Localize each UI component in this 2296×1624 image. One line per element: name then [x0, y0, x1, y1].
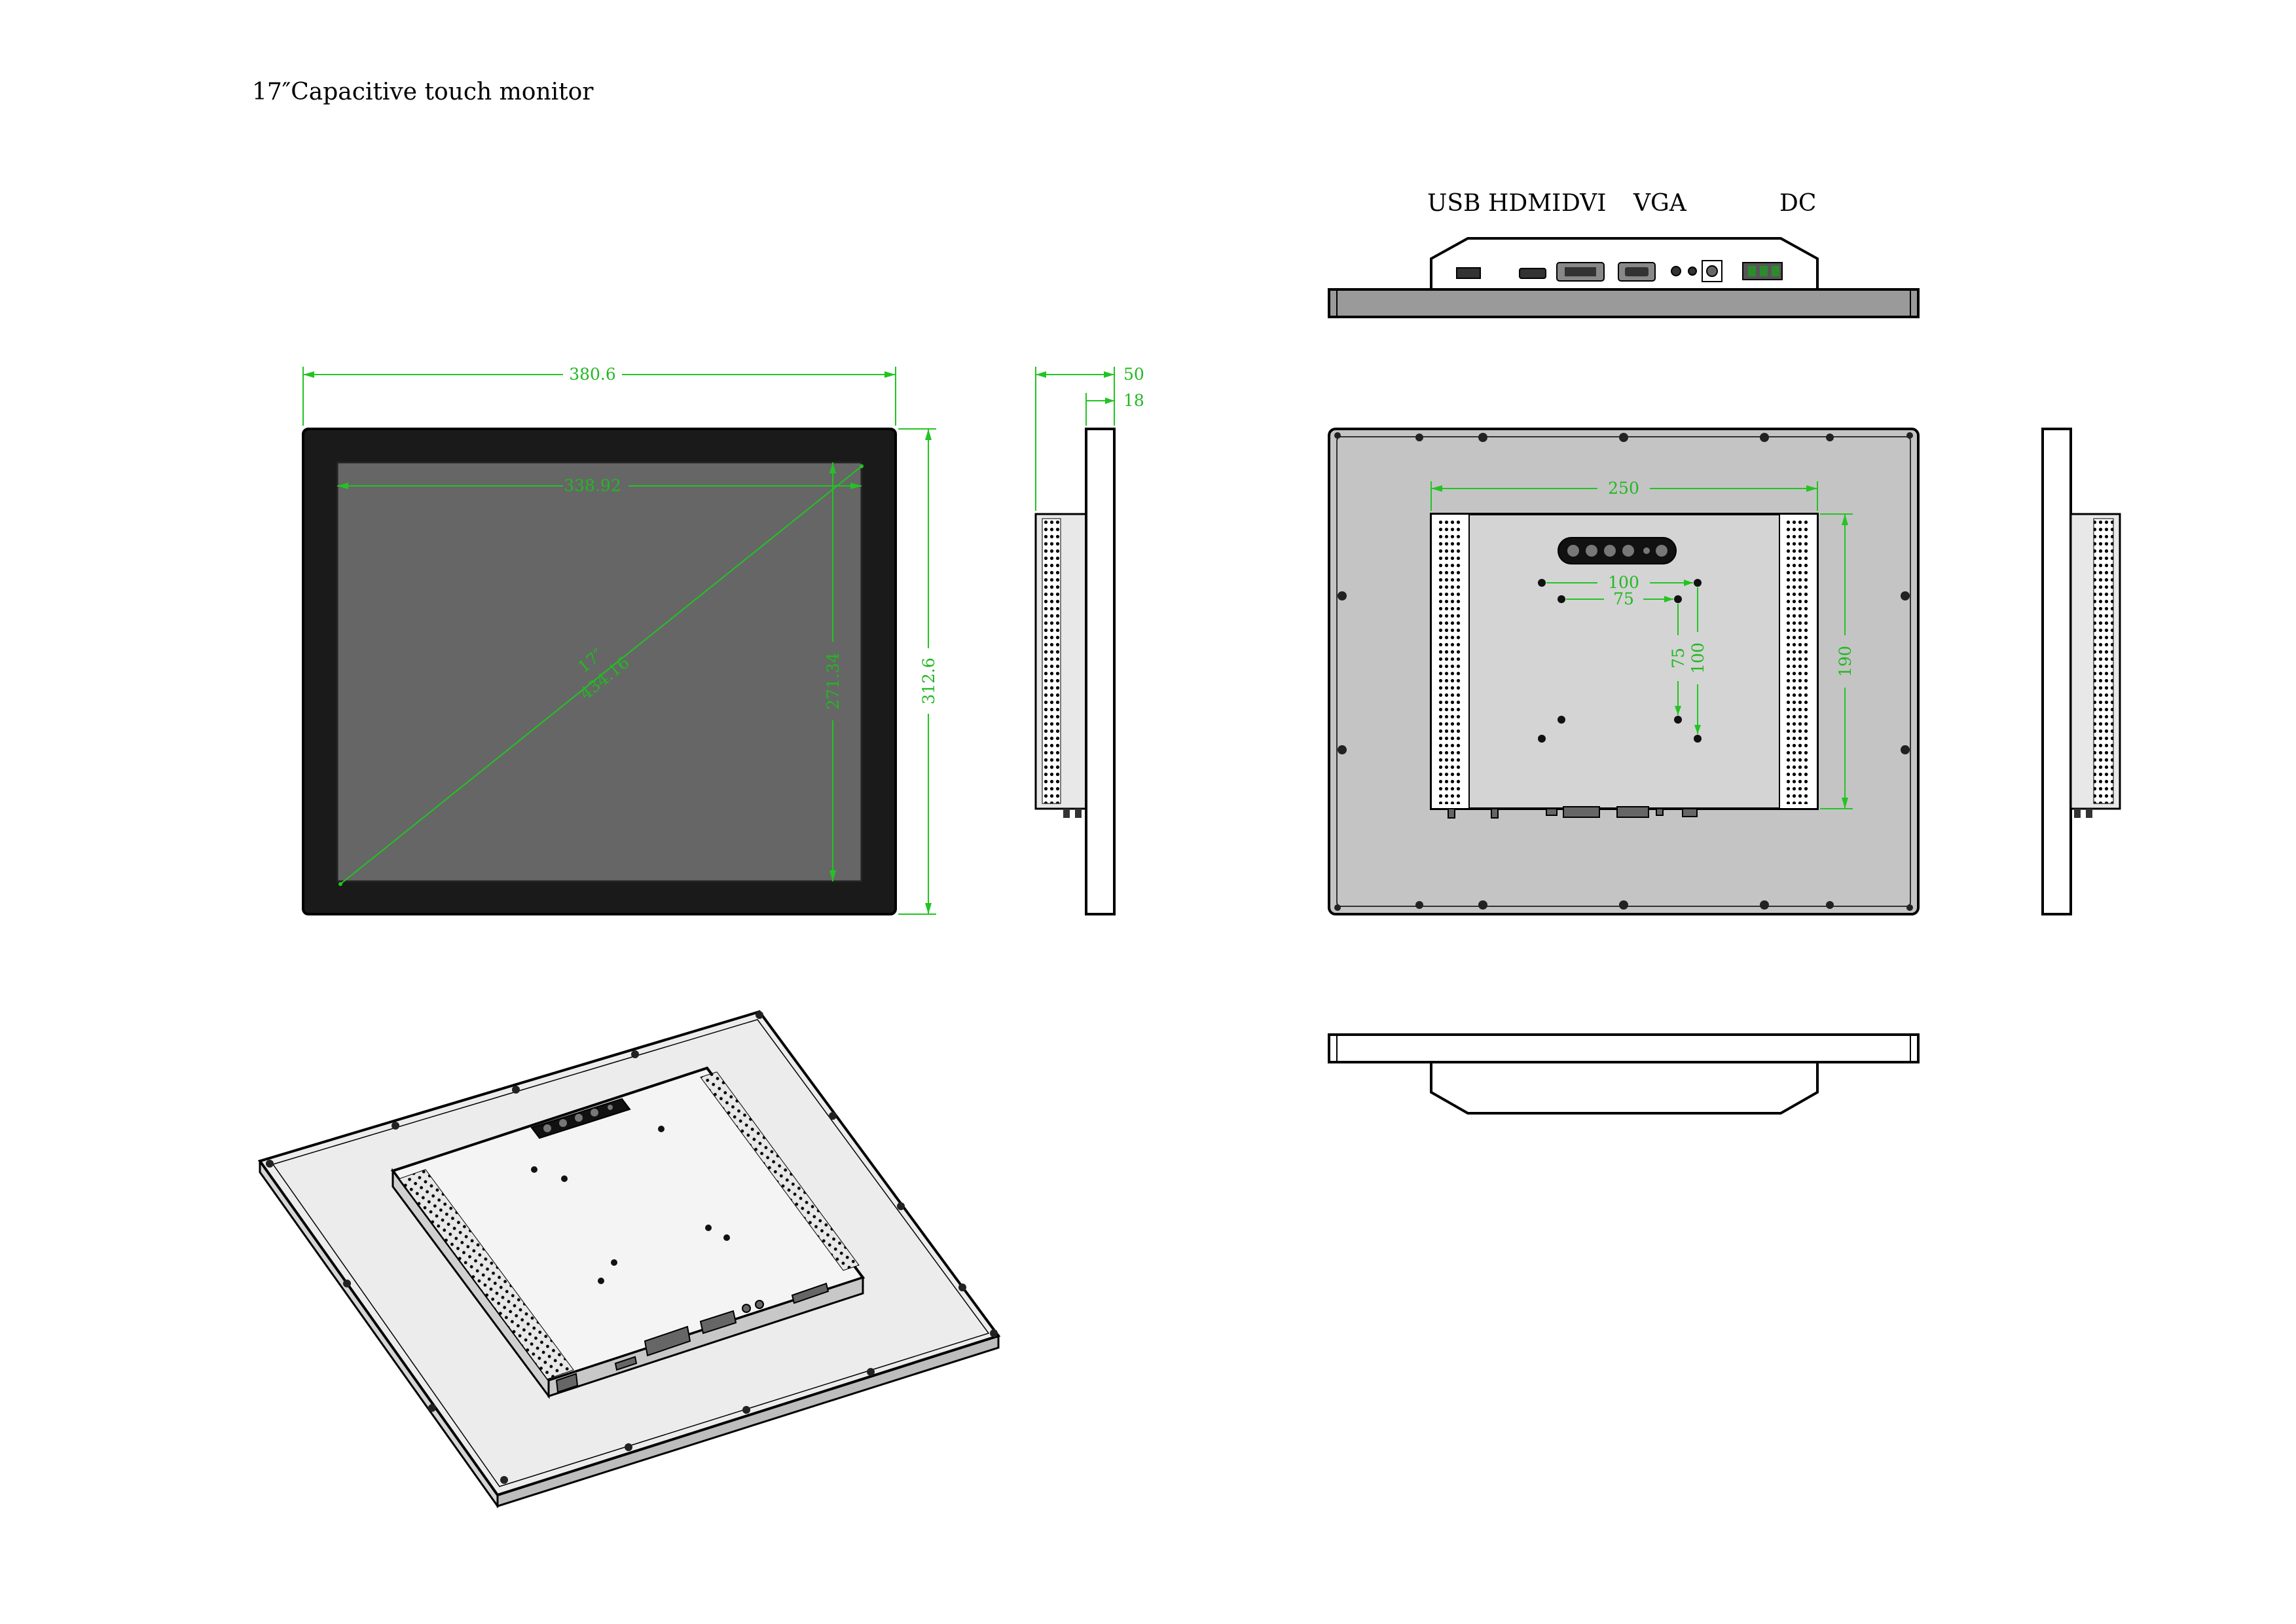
port-label-dvi: DVI	[1561, 190, 1606, 217]
front-height-label: 312.6	[919, 657, 938, 705]
right-side-frame	[2041, 428, 2072, 915]
port-label-hdmi: HDMI	[1488, 190, 1561, 217]
vesa-small-h-label: 75	[1613, 589, 1634, 608]
rear-box-width-label: 250	[1608, 479, 1639, 498]
side-depth-total-label: 50	[1123, 365, 1144, 384]
isometric-view	[257, 1010, 1001, 1509]
top-frame	[1328, 288, 1920, 318]
front-screen	[336, 461, 863, 883]
bottom-frame	[1328, 1033, 1920, 1063]
port-label-usb: USB	[1427, 190, 1480, 217]
side-view-right	[2041, 428, 2121, 915]
vesa-holes	[1538, 579, 1702, 743]
vesa-large-v-label: 100	[1688, 642, 1707, 674]
rear-bottom-connectors	[1448, 806, 1698, 819]
hdmi-port	[1519, 268, 1546, 279]
side-depth-frame-label: 18	[1123, 391, 1144, 410]
bottom-view	[1328, 1033, 1920, 1115]
vesa-large-h-label: 100	[1608, 573, 1639, 592]
port-label-dc: DC	[1779, 190, 1816, 217]
front-width-label: 380.6	[569, 365, 616, 384]
active-width-label: 338.92	[564, 476, 621, 495]
bottom-housing	[1430, 1061, 1819, 1115]
port-label-vga: VGA	[1633, 190, 1687, 217]
audio-jack	[1671, 266, 1681, 276]
osd-button-strip	[1558, 537, 1677, 564]
drawing-title: 17″Capacitive touch monitor	[252, 79, 594, 105]
rear-view: 250 100 75 75 100 190	[1328, 428, 1920, 915]
side-frame	[1085, 428, 1116, 915]
rear-screws	[1334, 432, 1913, 911]
front-view: 380.6 338.92 17″ 434.16 271.34 312.6	[302, 365, 938, 915]
usb-port	[1456, 267, 1481, 279]
rear-box-height-label: 190	[1836, 646, 1855, 677]
top-view-ports: USB HDMI DVI VGA DC	[1328, 190, 1920, 318]
side-view-left: 50 18	[1034, 365, 1144, 915]
active-height-label: 271.34	[824, 652, 843, 709]
vesa-small-v-label: 75	[1669, 648, 1688, 669]
